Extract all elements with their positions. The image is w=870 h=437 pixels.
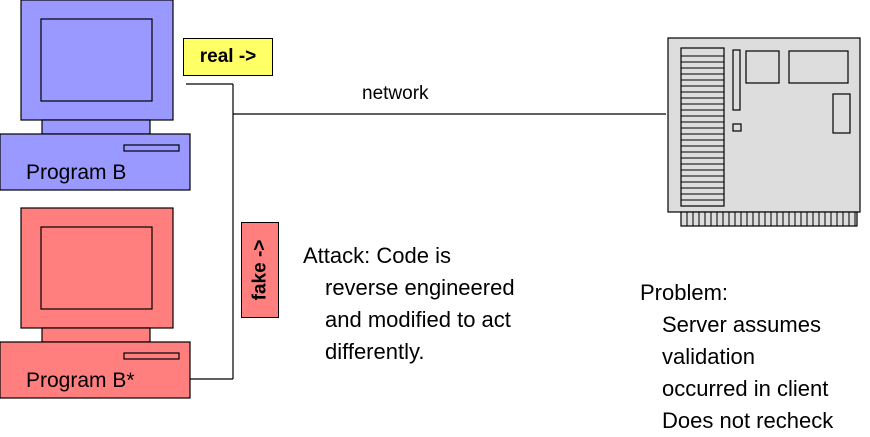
server [667, 37, 861, 227]
drive-slot-program-b [123, 144, 180, 152]
attack-line-2: reverse engineered [325, 275, 515, 300]
server-vent-lines [681, 55, 724, 201]
computer-program-b [0, 0, 191, 191]
network-label: network [362, 83, 429, 104]
server-bay-2 [788, 50, 849, 84]
fake-tag: fake -> [241, 222, 279, 318]
base-program-b [0, 133, 191, 191]
problem-line-2: Server assumes [662, 312, 821, 337]
attack-line-3: and modified to act [325, 307, 511, 332]
neck-program-b [41, 119, 151, 135]
server-bay-1 [745, 50, 780, 84]
network-wires [186, 83, 666, 380]
base-program-b-star [0, 341, 191, 399]
real-tag-label: real -> [199, 46, 257, 67]
fake-tag-label: fake -> [249, 239, 271, 301]
server-led [732, 123, 742, 132]
real-tag: real -> [183, 38, 273, 76]
computer-program-b-star [0, 207, 191, 399]
attack-line-1: Attack: Code is [303, 243, 451, 268]
server-foot-lines [686, 212, 856, 226]
neck-program-b-star [41, 327, 151, 343]
screen-program-b [40, 18, 153, 102]
diagram-graphics [0, 0, 861, 399]
program-b-label: Program B [26, 161, 127, 184]
server-panel [832, 93, 851, 134]
problem-line-3: validation [662, 344, 755, 369]
attack-description: Attack: Code is reverse engineered and m… [303, 240, 515, 368]
screen-program-b-star [40, 226, 153, 310]
program-b-star-label: Program B* [26, 369, 135, 392]
problem-description: Problem: Server assumes validation occur… [640, 277, 833, 437]
drive-slot-program-b-star [123, 352, 180, 360]
server-slot [732, 49, 741, 111]
problem-line-5: Does not recheck [662, 408, 834, 433]
problem-line-4: occurred in client [662, 376, 829, 401]
attack-line-4: differently. [325, 339, 425, 364]
problem-line-1: Problem: [640, 280, 729, 305]
